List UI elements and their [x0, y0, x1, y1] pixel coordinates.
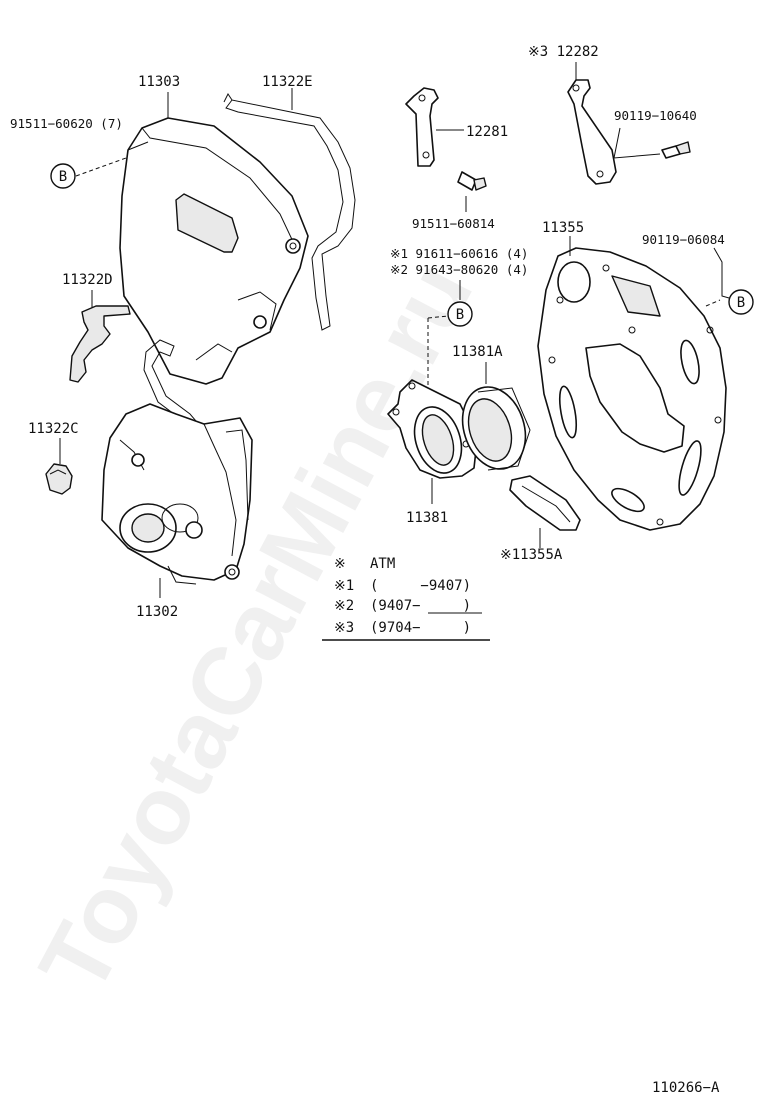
upper-cover-11303 [119, 117, 309, 385]
gasket-11322e [225, 99, 356, 331]
legend-mark-2: ※2 [334, 598, 354, 614]
ref-b-right [728, 289, 754, 315]
label-90119-06084: 90119−06084 [642, 232, 725, 247]
legend-text-atm: ATM [370, 556, 395, 572]
label-91611-60616: ※1 91611−60616 (4) [390, 246, 528, 261]
ref-b-right-label: B [737, 295, 745, 311]
label-11381a: 11381A [452, 344, 503, 360]
bolt-91511-60814 [457, 171, 487, 191]
label-91511-60814: 91511−60814 [412, 216, 495, 231]
plate-opening [585, 343, 685, 453]
oil-seal-11381a [461, 386, 531, 471]
legend-mark-1: ※1 [334, 578, 354, 594]
bolt-90119-10640 [661, 141, 691, 159]
grommet-11322c [45, 463, 73, 495]
legend-text-3: (9704− ) [370, 620, 471, 636]
bracket-12281 [405, 87, 439, 167]
label-11302: 11302 [136, 604, 178, 620]
label-12281: 12281 [466, 124, 508, 140]
cover-window [175, 193, 239, 253]
label-12282: ※3 12282 [528, 44, 599, 60]
cover-seal-strip [143, 339, 203, 435]
ref-b-left [50, 163, 76, 189]
label-91511-60620: 91511−60620 (7) [10, 116, 123, 131]
lower-cover-11302 [101, 403, 253, 581]
legend-mark-atm: ※ [334, 556, 346, 572]
label-90119-10640: 90119−10640 [614, 108, 697, 123]
label-11322c: 11322C [28, 421, 79, 437]
label-11355: 11355 [542, 220, 584, 236]
legend-text-2: (9407− ) [370, 598, 471, 614]
label-11355a: ※11355A [500, 547, 563, 563]
label-11303: 11303 [138, 74, 180, 90]
label-91643-80620: ※2 91643−80620 (4) [390, 262, 528, 277]
bracket-12282 [567, 79, 617, 185]
ref-b-center [447, 301, 473, 327]
legend: ※ ATM ※1 ( −9407) ※2 (9407− ) ※3 (9704− … [322, 556, 490, 641]
label-11322e: 11322E [262, 74, 313, 90]
legend-mark-3: ※3 [334, 620, 354, 636]
label-11322d: 11322D [62, 272, 113, 288]
legend-text-1: ( −9407) [370, 578, 471, 594]
label-11381: 11381 [406, 510, 448, 526]
ref-b-center-label: B [456, 307, 464, 323]
cover-bolt-hole [285, 238, 301, 254]
gasket-11322d [69, 305, 131, 383]
ref-b-left-label: B [59, 169, 67, 185]
diagram-id: 110266−A [652, 1080, 720, 1096]
